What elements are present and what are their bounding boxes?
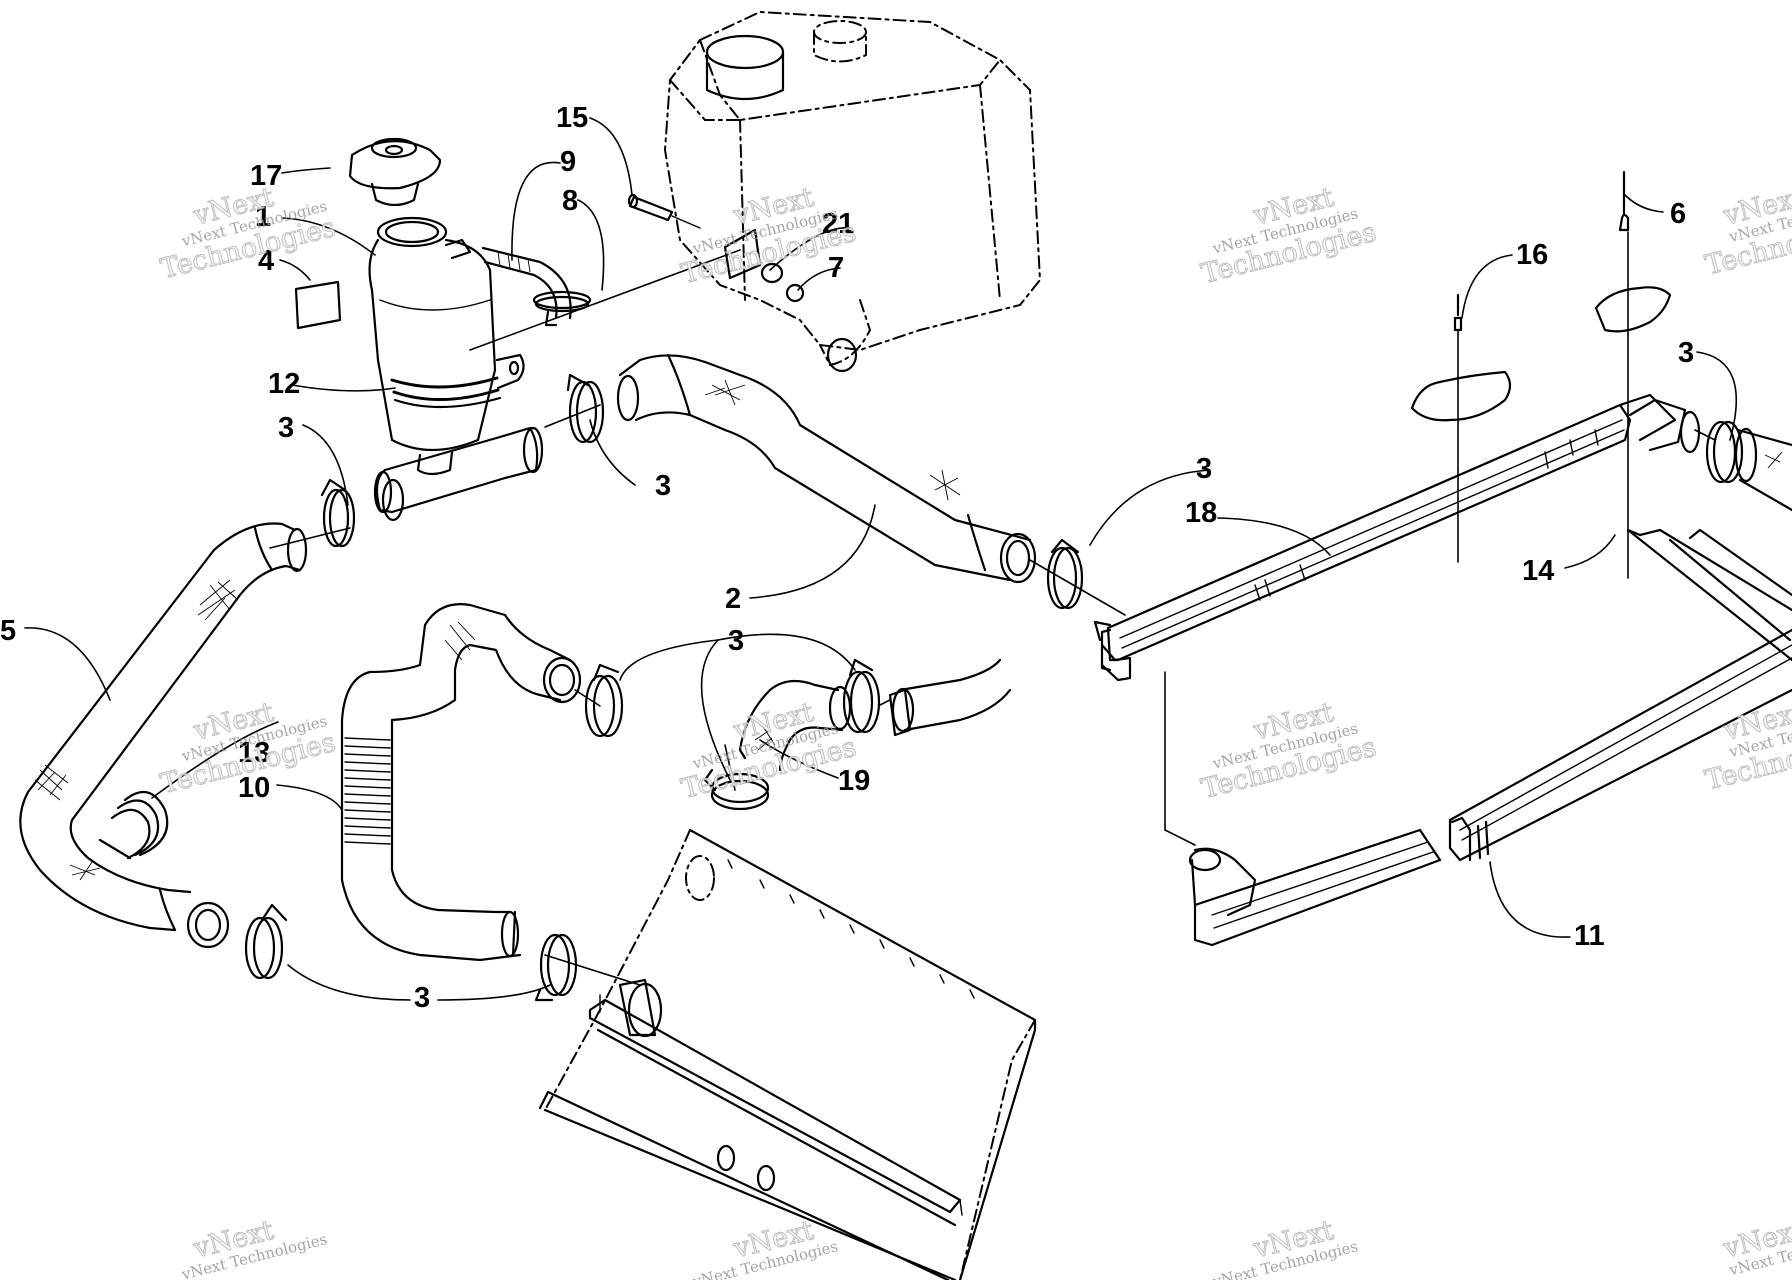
callout-16: 16 [1516, 239, 1548, 271]
callout-2: 2 [725, 583, 741, 615]
callout-3f: 3 [1678, 337, 1694, 369]
callout-8: 8 [562, 185, 578, 217]
callout-14: 14 [1522, 555, 1554, 587]
callout-18: 18 [1185, 497, 1217, 529]
coolant-hose-5 [19, 522, 308, 949]
callout-3d: 3 [728, 625, 744, 657]
callout-17: 17 [250, 160, 282, 192]
coolant-hose-2 [616, 353, 1037, 584]
callout-1: 1 [255, 201, 271, 233]
callout-13: 13 [238, 737, 270, 769]
hose-clamps [98, 373, 1744, 1002]
callout-3e: 3 [414, 982, 430, 1014]
callout-labels: 17 1 4 12 3 15 9 8 21 7 3 5 2 3 18 3 13 … [0, 102, 1694, 1014]
callout-5: 5 [0, 615, 16, 647]
callout-9: 9 [560, 146, 576, 178]
callout-3c: 3 [1196, 453, 1212, 485]
coolant-hose-10 [340, 603, 582, 962]
leader-lines [24, 117, 1737, 1001]
callout-12: 12 [268, 368, 300, 400]
callout-10: 10 [238, 772, 270, 804]
callout-21: 21 [822, 208, 854, 240]
callout-6: 6 [1670, 198, 1686, 230]
callout-11: 11 [1574, 920, 1605, 952]
callout-7: 7 [828, 252, 844, 284]
mounting-hardware [627, 193, 805, 303]
callout-15: 15 [556, 102, 588, 134]
callout-3b: 3 [655, 470, 671, 502]
filler-neck-assembly [294, 137, 544, 522]
coolant-hose-19 [738, 679, 852, 772]
centerlines [269, 249, 1716, 986]
heat-exchanger-rails [1093, 393, 1792, 947]
rivets-and-pads [1410, 170, 1672, 579]
overflow-hose [481, 246, 592, 327]
callout-4: 4 [258, 245, 274, 277]
radiator-heat-exchanger [538, 828, 1037, 1280]
watermarks: vNext vNext Technologies Technologies vN… [157, 181, 1792, 1280]
coolant-reservoir-tank [663, 10, 1042, 373]
radiator-inlet-hose [888, 658, 1012, 737]
callout-3: 3 [278, 412, 294, 444]
callout-19: 19 [838, 765, 870, 797]
